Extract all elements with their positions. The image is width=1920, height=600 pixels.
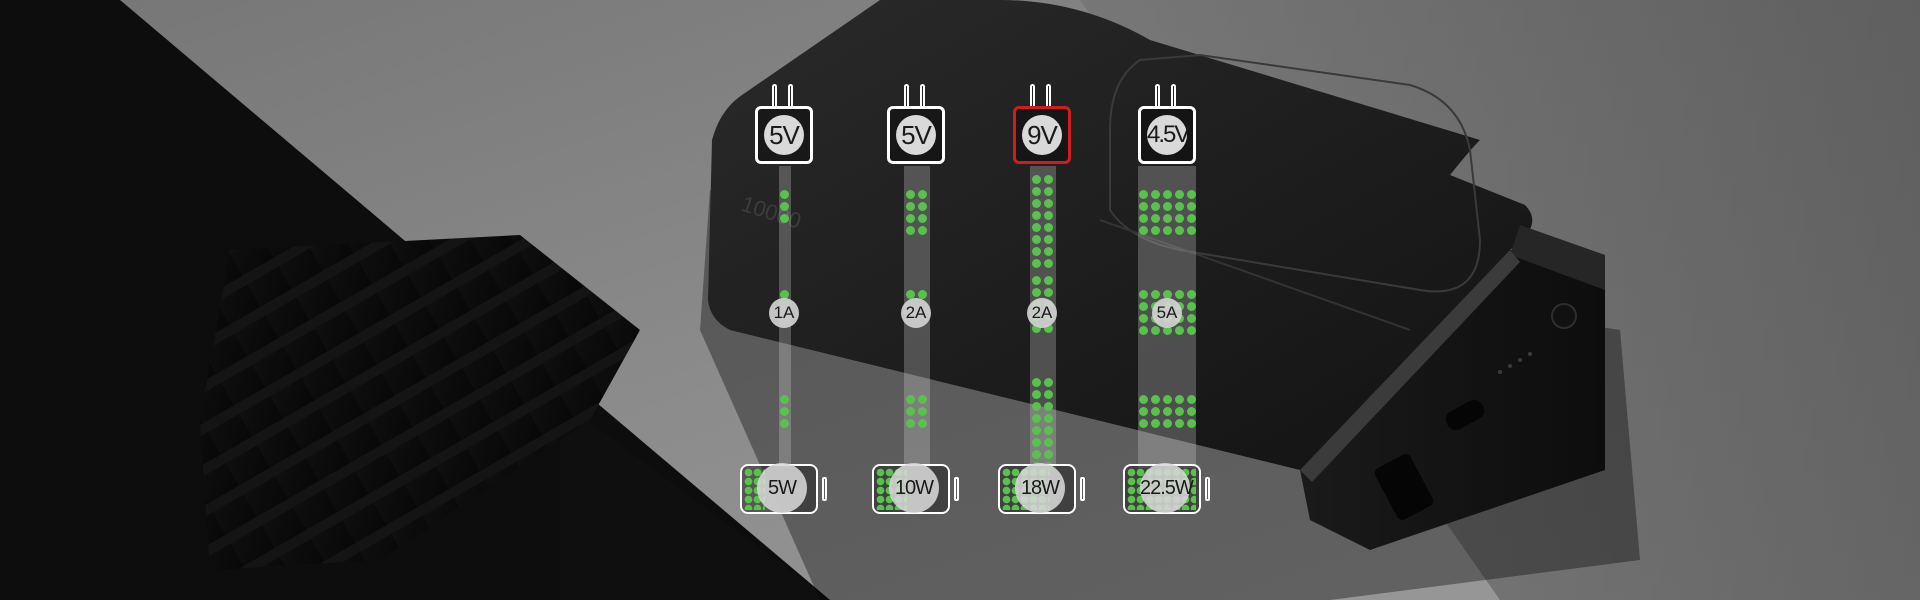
power-label: 10W (889, 463, 939, 513)
power-label: 5W (757, 463, 807, 513)
charging-option-1: 5V 1A 5W (734, 0, 834, 600)
plug-prong (920, 84, 925, 106)
plug-body: 5V (755, 106, 813, 164)
current-dots-bottom (906, 395, 927, 428)
current-dots-top (780, 190, 789, 223)
current-label: 1A (769, 298, 799, 328)
plug-prong (904, 84, 909, 106)
current-dots-mid (906, 290, 927, 299)
current-dots-bottom (1139, 395, 1196, 428)
plug-prong (1171, 84, 1176, 106)
voltage-label: 5V (764, 115, 804, 155)
current-dots-top (1032, 175, 1053, 268)
charger-plug-icon: 5V (887, 84, 945, 166)
plug-body-highlighted: 9V (1013, 106, 1071, 164)
plug-body: 5V (887, 106, 945, 164)
current-dots-top (1139, 190, 1196, 235)
current-dots-bottom (1032, 378, 1053, 471)
current-dots-top (906, 190, 927, 235)
power-label: 22.5W (1140, 463, 1194, 513)
current-label: 5A (1152, 298, 1182, 328)
plug-prong (1155, 84, 1160, 106)
charging-option-2: 5V 2A 10W (866, 0, 966, 600)
battery-terminal (1205, 477, 1210, 501)
plug-prong (788, 84, 793, 106)
charging-option-4: 4.5V 5A 22.5W (1117, 0, 1217, 600)
charger-plug-icon: 4.5V (1138, 84, 1196, 166)
current-dots-bottom (780, 395, 789, 428)
voltage-label: 5V (896, 115, 936, 155)
current-dots-mid (780, 290, 789, 299)
charger-plug-icon: 5V (755, 84, 813, 166)
current-label: 2A (901, 298, 931, 328)
plug-prong (1030, 84, 1035, 106)
voltage-label: 9V (1022, 115, 1062, 155)
battery-terminal (1080, 477, 1085, 501)
battery-terminal (822, 477, 827, 501)
plug-prong (1046, 84, 1051, 106)
plug-prong (772, 84, 777, 106)
current-label: 2A (1027, 298, 1057, 328)
voltage-label: 4.5V (1147, 115, 1190, 155)
plug-body: 4.5V (1138, 106, 1196, 164)
power-label: 18W (1015, 463, 1065, 513)
battery-terminal (954, 477, 959, 501)
charger-plug-icon: 9V (1013, 84, 1071, 166)
charging-option-3: 9V 2A 18W (992, 0, 1092, 600)
